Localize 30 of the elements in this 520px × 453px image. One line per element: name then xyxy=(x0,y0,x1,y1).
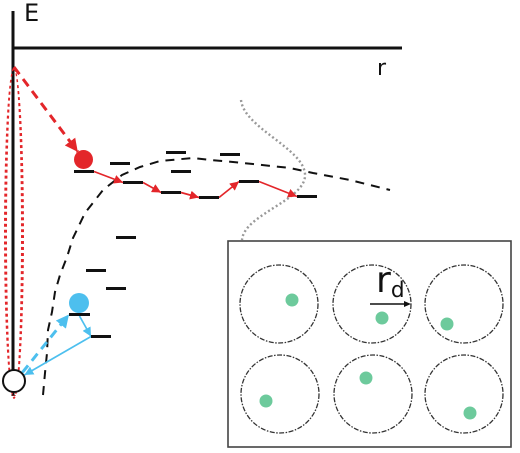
axis-label: E xyxy=(24,1,40,25)
level-bar xyxy=(74,170,94,173)
filled-dot xyxy=(69,293,89,313)
level-bar xyxy=(106,287,126,290)
hollow-circle xyxy=(2,369,26,393)
level-bar xyxy=(116,236,136,239)
radius-label: r$_{d}$ xyxy=(376,263,405,302)
level-bar xyxy=(69,313,90,316)
level-bar xyxy=(123,181,143,184)
arrow xyxy=(12,66,79,153)
arrow xyxy=(94,170,124,184)
level-bar xyxy=(171,170,191,173)
filled-dot xyxy=(74,150,93,169)
arrow xyxy=(21,314,70,374)
arrow xyxy=(24,336,92,376)
level-bar xyxy=(86,269,106,272)
arrow xyxy=(258,180,298,198)
arrow xyxy=(78,316,92,337)
level-bar xyxy=(199,196,219,199)
level-bar xyxy=(166,151,186,154)
level-bar xyxy=(91,335,111,338)
arrow xyxy=(142,182,162,194)
level-bar xyxy=(239,180,259,183)
arrow xyxy=(218,180,240,198)
level-bar xyxy=(161,191,181,194)
level-bar xyxy=(297,195,317,198)
level-bar xyxy=(220,153,240,156)
arrow xyxy=(180,190,200,200)
level-bar xyxy=(110,162,130,165)
axis-label: r xyxy=(377,58,386,80)
